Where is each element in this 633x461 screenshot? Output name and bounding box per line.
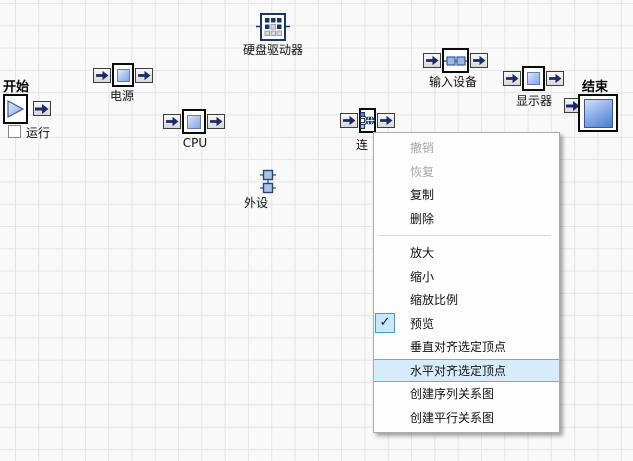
display-in-port-button[interactable] — [503, 71, 521, 86]
arrow-right-icon — [379, 115, 393, 126]
connector-in-port-button[interactable] — [340, 113, 358, 128]
cpu-node-body[interactable] — [182, 109, 206, 134]
peripheral-node[interactable] — [260, 169, 276, 194]
power-node-body[interactable] — [112, 63, 134, 87]
menu-item-zoom-out[interactable]: 缩小 — [410, 269, 435, 284]
menu-separator — [378, 235, 551, 236]
cpu-node-label: CPU — [182, 136, 208, 150]
menu-item-create-sequence-diagram[interactable]: 创建序列关系图 — [410, 387, 495, 402]
power-out-port-button[interactable] — [135, 67, 153, 83]
power-node-label: 电源 — [109, 89, 134, 103]
connector-node-label: 连 — [355, 138, 368, 152]
check-icon: ✓ — [375, 312, 395, 333]
input-device-node[interactable] — [423, 48, 488, 73]
connector-out-port-button[interactable] — [377, 113, 395, 128]
menu-item-preview-label: 预览 — [410, 316, 435, 331]
power-node[interactable] — [93, 63, 153, 87]
peripheral-node-label: 外设 — [243, 196, 268, 210]
menu-item-align-horizontal[interactable]: 水平对齐选定顶点 — [374, 358, 559, 382]
arrow-right-icon — [137, 70, 151, 81]
run-checkbox[interactable] — [8, 125, 21, 138]
power-in-port-button[interactable] — [93, 67, 111, 83]
context-menu: 撤销 恢复 复制 删除 放大 缩小 缩放比例 ✓ 预览 垂直对齐选定顶点 水平对… — [373, 132, 560, 433]
end-node[interactable] — [578, 94, 618, 132]
menu-item-undo: 撤销 — [410, 141, 435, 156]
cpu-out-port-button[interactable] — [207, 114, 225, 129]
end-in-port-button[interactable] — [564, 98, 582, 113]
menu-item-create-parallel-diagram[interactable]: 创建平行关系图 — [410, 410, 495, 425]
arrow-right-icon — [209, 116, 223, 127]
start-node[interactable] — [3, 94, 28, 124]
arrow-right-icon — [548, 73, 562, 84]
disk-grid-icon — [256, 13, 290, 46]
arrow-right-icon — [95, 70, 109, 81]
blue-square-icon — [187, 114, 201, 129]
menu-item-redo: 恢复 — [410, 164, 435, 179]
arrow-right-icon — [472, 55, 486, 66]
menu-item-delete[interactable]: 删除 — [410, 211, 435, 226]
blue-square-icon — [583, 98, 613, 128]
blue-square-icon — [527, 72, 540, 85]
peripheral-squares-icon — [260, 169, 276, 198]
input-out-port-button[interactable] — [470, 53, 488, 68]
disk-node[interactable] — [256, 12, 290, 42]
cpu-in-port-button[interactable] — [163, 114, 181, 129]
arrow-right-icon — [342, 115, 356, 126]
arrow-right-icon — [566, 100, 580, 112]
disk-node-label: 硬盘驱动器 — [242, 43, 303, 57]
arrow-right-icon — [425, 55, 439, 66]
menu-item-copy[interactable]: 复制 — [410, 188, 435, 203]
run-checkbox-label: 运行 — [26, 126, 51, 140]
arrow-right-icon — [35, 103, 49, 115]
arrow-right-icon — [165, 116, 179, 127]
start-node-title: 开始 — [3, 80, 30, 95]
linked-squares-icon — [444, 55, 467, 67]
cpu-node[interactable] — [163, 109, 225, 134]
connector-node[interactable] — [340, 108, 395, 133]
input-in-port-button[interactable] — [423, 53, 441, 68]
display-out-port-button[interactable] — [546, 71, 564, 86]
display-node-body[interactable] — [522, 66, 545, 91]
end-node-title: 结束 — [582, 80, 609, 95]
start-out-port-button[interactable] — [33, 101, 51, 116]
input-device-node-body[interactable] — [442, 48, 469, 73]
arrow-right-icon — [505, 73, 519, 84]
menu-item-zoom-scale[interactable]: 缩放比例 — [410, 293, 459, 308]
connector-node-body[interactable] — [359, 108, 376, 133]
menu-item-align-vertical[interactable]: 垂直对齐选定顶点 — [410, 340, 507, 355]
play-icon — [7, 99, 25, 119]
blue-square-icon — [116, 68, 130, 82]
connector-globe-icon — [360, 110, 375, 131]
display-node[interactable] — [503, 66, 564, 91]
menu-item-zoom-in[interactable]: 放大 — [410, 246, 435, 261]
display-node-label: 显示器 — [515, 94, 552, 108]
input-device-node-label: 输入设备 — [428, 75, 477, 89]
menu-item-preview[interactable]: ✓ 预览 — [374, 312, 559, 336]
